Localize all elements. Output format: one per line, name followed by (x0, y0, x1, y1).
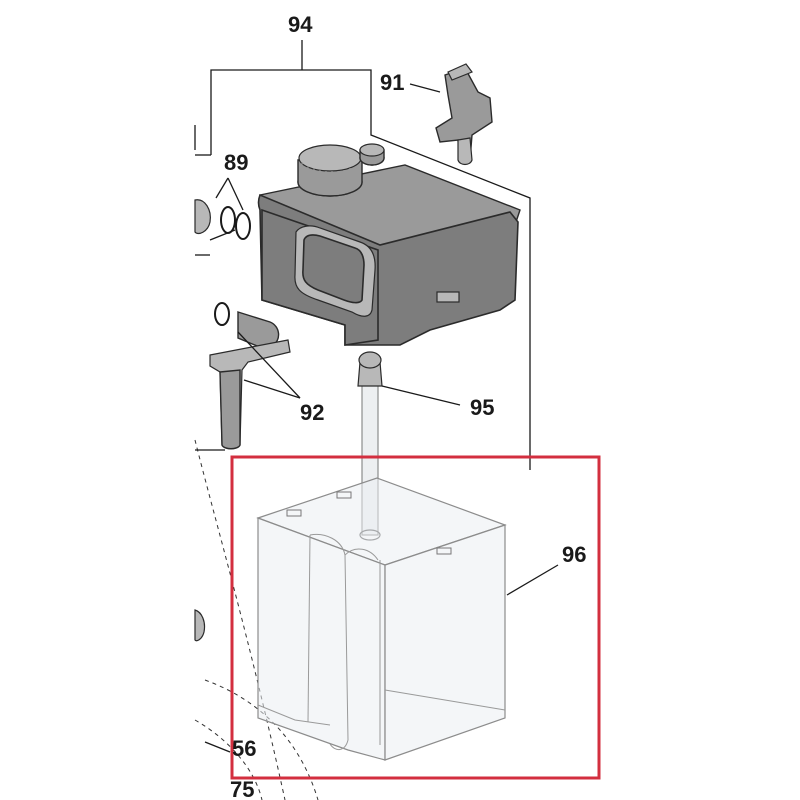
o-rings-part-89 (209, 177, 251, 241)
left-partial-parts (194, 125, 211, 642)
callout-91: 91 (380, 70, 404, 95)
callout-89: 89 (224, 150, 248, 175)
background-dashed-outlines (194, 439, 319, 800)
water-tank-lid (257, 143, 521, 346)
callout-96: 96 (562, 542, 586, 567)
group-frame-94 (195, 40, 531, 470)
callout-75: 75 (230, 777, 254, 800)
callout-95: 95 (470, 395, 494, 420)
connector-part-91 (409, 63, 493, 166)
elbow-pipe-part-92 (209, 302, 301, 450)
callout-92: 92 (300, 400, 324, 425)
highlight-box (230, 455, 601, 780)
callout-94: 94 (288, 12, 313, 37)
water-reservoir-part-96 (256, 477, 559, 761)
callout-56: 56 (232, 736, 256, 761)
leader-56 (204, 741, 231, 753)
